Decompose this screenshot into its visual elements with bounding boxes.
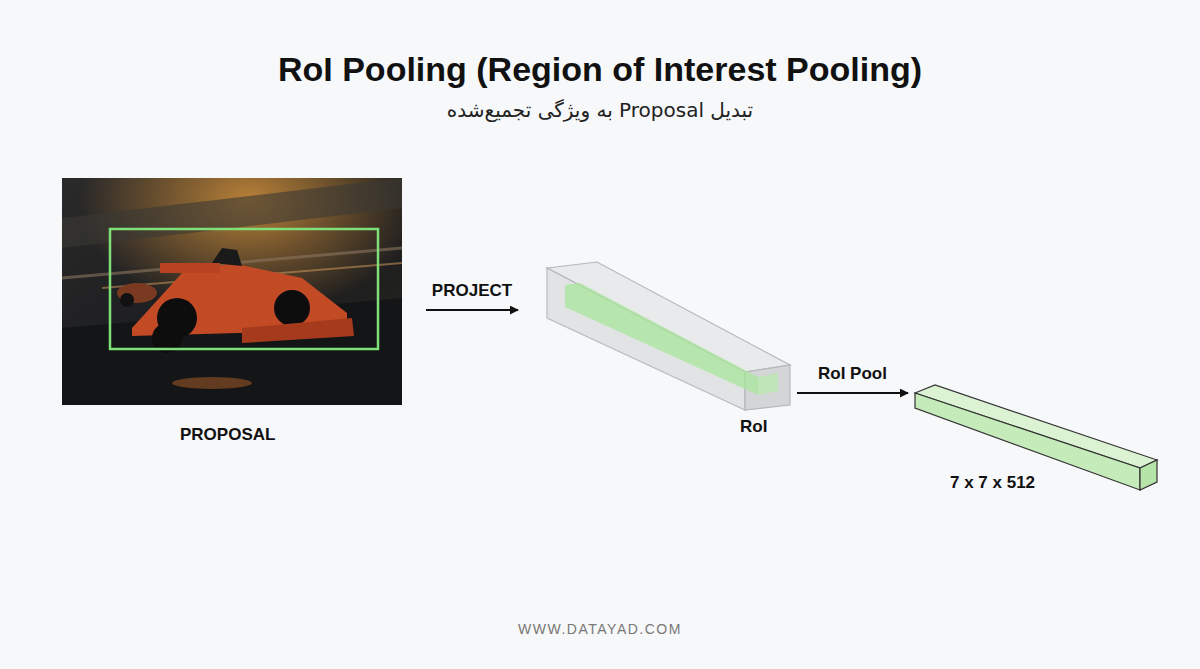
subtitle: تبدیل Proposal به ویژگی تجمیع‌شده — [447, 98, 753, 122]
roi-feature-volume: RoI — [520, 255, 795, 440]
arrow-connector — [797, 392, 908, 394]
edge-label: PROJECT — [429, 281, 515, 301]
illustration — [910, 380, 1162, 500]
pooled-feature-prism: 7 x 7 x 512 — [910, 380, 1162, 500]
illustration — [520, 255, 795, 440]
illustration — [62, 178, 402, 405]
node-label: RoI — [740, 417, 767, 437]
proposal-image: PROPOSAL — [62, 178, 424, 448]
edge-label: RoI Pool — [815, 364, 890, 384]
node-label: PROPOSAL — [180, 425, 275, 445]
watermark: WWW.DATAYAD.COM — [518, 621, 682, 637]
title: RoI Pooling (Region of Interest Pooling) — [278, 50, 922, 89]
node-label: 7 x 7 x 512 — [950, 473, 1035, 493]
arrow-connector — [426, 309, 518, 311]
